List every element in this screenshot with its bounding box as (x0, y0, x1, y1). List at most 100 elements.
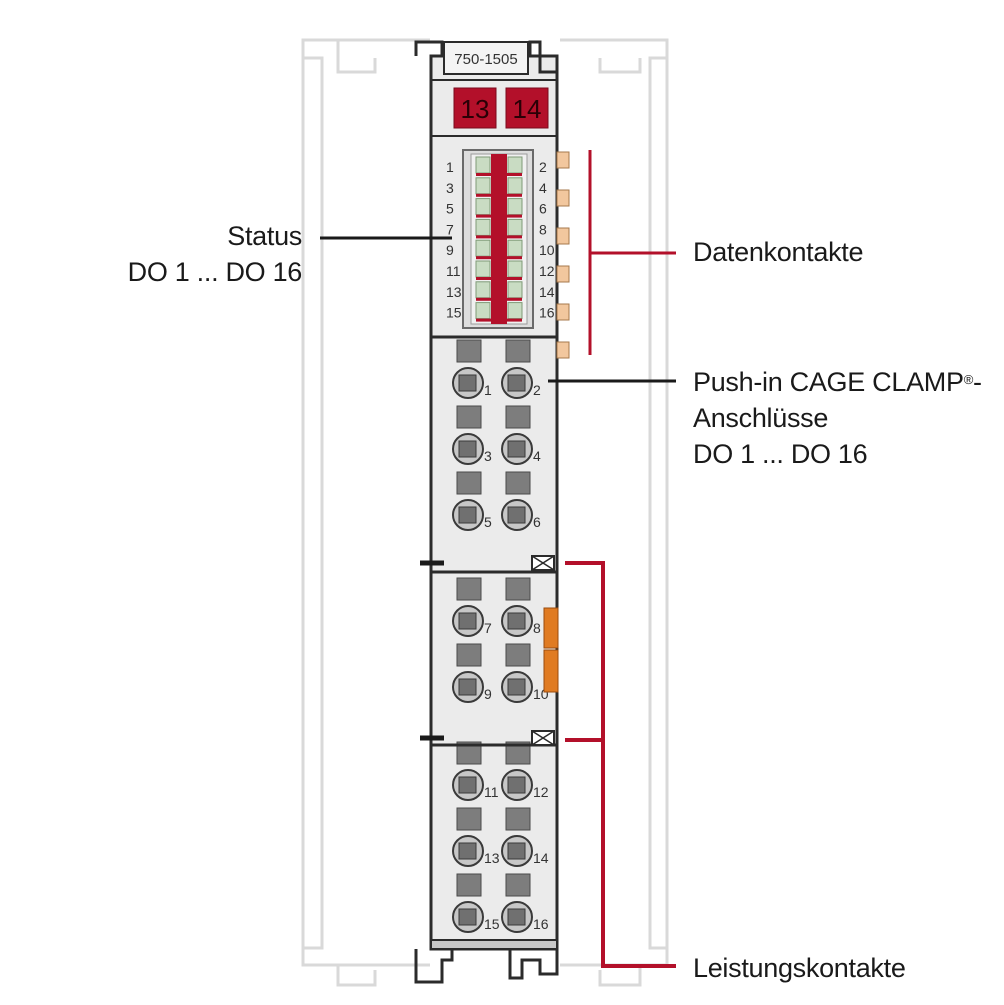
clamp-spring (458, 440, 477, 458)
clamp-spring (507, 908, 526, 926)
pushin-label-text: Push-in CAGE CLAMP (693, 367, 964, 397)
status-led-6 (507, 198, 523, 216)
data-contacts-label: Datenkontakte (693, 237, 864, 267)
ghost-outline-right (560, 38, 669, 987)
clamp-release-button (456, 643, 482, 667)
led-center-bar (491, 154, 507, 324)
status-label-line1: Status (227, 221, 302, 251)
status-led-11 (475, 260, 491, 278)
top-latch (414, 40, 444, 56)
data-contact-pin (556, 265, 570, 283)
led-number-label: 9 (446, 242, 454, 258)
clamp-release-button (456, 873, 482, 897)
clamp-release-button (456, 405, 482, 429)
led-number-label: 7 (446, 221, 454, 237)
led-number-label: 16 (539, 305, 555, 321)
status-led-7 (475, 218, 491, 236)
led-number-label: 3 (446, 180, 454, 196)
led-number-label: 15 (446, 305, 462, 321)
section-split-2 (420, 730, 557, 747)
clamp-spring (458, 776, 477, 794)
clamp-spring (507, 374, 526, 392)
clamp-number-label: 2 (533, 382, 541, 398)
clamp-release-button (456, 807, 482, 831)
status-led-1 (475, 156, 491, 174)
marker-13 (453, 87, 497, 129)
status-led-15 (475, 302, 491, 320)
clamp-spring (507, 776, 526, 794)
clamp-number-label: 3 (484, 448, 492, 464)
status-label: Status (160, 220, 302, 252)
clamp-spring (458, 908, 477, 926)
status-led-13 (475, 281, 491, 299)
led-number-label: 12 (539, 263, 555, 279)
power-contacts-bracket (565, 561, 676, 968)
status-led-16 (507, 302, 523, 320)
registered-mark: ® (963, 372, 974, 387)
led-number-label: 5 (446, 201, 454, 217)
marker-13-text: 13 (461, 94, 490, 124)
clamp-release-button (505, 577, 531, 601)
part-number-text: 750-1505 (454, 51, 517, 68)
pushin-label-line3: DO 1 ... DO 16 (693, 439, 868, 469)
led-number-label: 4 (539, 180, 547, 196)
led-number-label: 10 (539, 242, 555, 258)
data-contact-pin (556, 341, 570, 359)
clamp-number-label: 11 (484, 784, 499, 800)
led-number-label: 6 (539, 201, 547, 217)
ghost-outline-left (301, 38, 430, 987)
section-split-1 (420, 555, 557, 574)
module-cap (430, 939, 558, 950)
clamp-release-button (505, 405, 531, 429)
clamp-spring (458, 374, 477, 392)
clamp-spring (507, 506, 526, 524)
status-led-12 (507, 260, 523, 278)
clamp-release-button (456, 471, 482, 495)
led-number-label: 1 (446, 159, 454, 175)
clamp-number-label: 15 (484, 916, 500, 932)
clamp-number-label: 16 (533, 916, 549, 932)
led-numbers-right: 2 4 6 8 10 12 14 16 (539, 159, 555, 321)
clamp-spring (458, 612, 477, 630)
led-number-label: 8 (539, 221, 547, 237)
clamp-spring (458, 678, 477, 696)
clamp-number-label: 1 (484, 382, 492, 398)
clamp-number-label: 9 (484, 686, 492, 702)
clamp-number-label: 12 (533, 784, 549, 800)
status-led-14 (507, 281, 523, 299)
clamp-number-label: 4 (533, 448, 541, 464)
clamp-number-label: 6 (533, 514, 541, 530)
data-contact-pin (556, 189, 570, 207)
marker-14 (505, 87, 549, 129)
clamp-spring (507, 440, 526, 458)
bottom-latch-right (508, 949, 559, 980)
clamp-release-button (456, 741, 482, 765)
pushin-label-line2: Anschlüsse (693, 403, 829, 433)
led-number-label: 2 (539, 159, 547, 175)
clamp-spring (507, 842, 526, 860)
status-led-2 (507, 156, 523, 174)
pushin-label: Push-in CAGE CLAMP®- Anschlüsse DO 1 ...… (693, 366, 982, 470)
clamp-release-button (505, 471, 531, 495)
part-number-plate (443, 41, 529, 75)
clamp-release-button (505, 873, 531, 897)
status-led-3 (475, 177, 491, 195)
led-number-label: 13 (446, 284, 462, 300)
clamp-release-button (505, 741, 531, 765)
clamp-number-label: 5 (484, 514, 492, 530)
status-led-10 (507, 239, 523, 257)
top-latch-right (528, 40, 557, 74)
status-led-5 (475, 198, 491, 216)
status-range-label: DO 1 ... DO 16 (100, 256, 303, 288)
status-label-line2: DO 1 ... DO 16 (127, 257, 303, 287)
clamp-spring (458, 842, 477, 860)
bottom-latch-left (414, 949, 454, 984)
power-contact-upper (543, 607, 559, 649)
led-number-label: 14 (539, 284, 555, 300)
status-led-8 (507, 218, 523, 236)
marker-14-text: 14 (513, 94, 542, 124)
